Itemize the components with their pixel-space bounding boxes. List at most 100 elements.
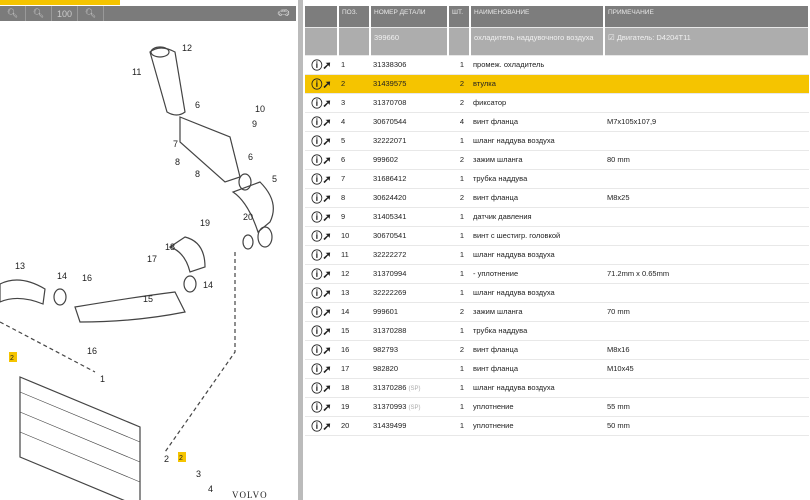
- info-link-icon[interactable]: ⓘ➚: [305, 131, 338, 151]
- table-row[interactable]: ⓘ➚ 16 982793 2 винт фланца M8x16: [305, 340, 809, 360]
- callout-1[interactable]: 1: [100, 374, 105, 384]
- panel-splitter[interactable]: [298, 0, 303, 500]
- row-sp-tag: (SP): [408, 386, 421, 392]
- callout-9[interactable]: 9: [252, 119, 257, 129]
- info-link-icon[interactable]: ⓘ➚: [305, 226, 338, 246]
- info-link-icon[interactable]: ⓘ➚: [305, 55, 338, 75]
- table-row[interactable]: ⓘ➚ 3 31370708 2 фиксатор: [305, 93, 809, 113]
- highlight-marker[interactable]: [9, 352, 17, 362]
- row-part-number[interactable]: 31439499: [373, 421, 407, 430]
- table-row[interactable]: ⓘ➚ 20 31439499 1 уплотнение 50 mm: [305, 416, 809, 436]
- info-link-icon[interactable]: ⓘ➚: [305, 245, 338, 265]
- table-row[interactable]: ⓘ➚ 13 32222269 1 шланг наддува воздуха: [305, 283, 809, 303]
- table-row[interactable]: ⓘ➚ 14 999601 2 зажим шланга 70 mm: [305, 302, 809, 322]
- table-row[interactable]: ⓘ➚ 9 31405341 1 датчик давления: [305, 207, 809, 227]
- table-row[interactable]: ⓘ➚ 8 30624420 2 винт фланца M8x25: [305, 188, 809, 208]
- highlight-marker-label: 2: [179, 455, 183, 462]
- row-part-number[interactable]: 32222071: [373, 136, 407, 145]
- row-part-number[interactable]: 982793: [373, 345, 399, 354]
- callout-16b[interactable]: 16: [87, 346, 97, 356]
- row-part-number[interactable]: 32222269: [373, 288, 407, 297]
- table-row[interactable]: ⓘ➚ 10 30670541 1 винт с шестигр. головко…: [305, 226, 809, 246]
- table-row[interactable]: ⓘ➚ 17 982820 1 винт фланца M10x45: [305, 359, 809, 379]
- callout-10[interactable]: 10: [255, 104, 265, 114]
- row-part-number[interactable]: 31686412: [373, 174, 407, 183]
- callout-17[interactable]: 17: [147, 254, 157, 264]
- callout-16[interactable]: 16: [82, 273, 92, 283]
- table-row[interactable]: ⓘ➚ 7 31686412 1 трубка наддува: [305, 169, 809, 189]
- highlight-marker[interactable]: [178, 452, 186, 462]
- info-link-icon[interactable]: ⓘ➚: [305, 378, 338, 398]
- table-row[interactable]: ⓘ➚ 15 31370288 1 трубка наддува: [305, 321, 809, 341]
- info-link-icon[interactable]: ⓘ➚: [305, 74, 338, 94]
- info-link-icon[interactable]: ⓘ➚: [305, 283, 338, 303]
- info-link-icon[interactable]: ⓘ➚: [305, 321, 338, 341]
- row-part-number[interactable]: 31370993: [373, 402, 407, 411]
- callout-13[interactable]: 13: [15, 261, 25, 271]
- table-row[interactable]: ⓘ➚ 11 32222272 1 шланг наддува воздуха: [305, 245, 809, 265]
- row-part-number[interactable]: 31338306: [373, 60, 407, 69]
- callout-20[interactable]: 20: [243, 212, 253, 222]
- callout-12[interactable]: 12: [182, 43, 192, 53]
- info-link-icon[interactable]: ⓘ➚: [305, 150, 338, 170]
- row-part-number[interactable]: 30670544: [373, 117, 407, 126]
- row-part-number[interactable]: 31439575: [373, 79, 407, 88]
- info-link-icon[interactable]: ⓘ➚: [305, 340, 338, 360]
- callout-8b[interactable]: 8: [195, 169, 200, 179]
- table-row[interactable]: ⓘ➚ 12 31370994 1 - уплотнение 71.2mm x 0…: [305, 264, 809, 284]
- row-name: шланг наддува воздуха: [470, 245, 604, 265]
- row-name: винт фланца: [470, 112, 604, 132]
- row-part-number[interactable]: 30624420: [373, 193, 407, 202]
- info-link-icon[interactable]: ⓘ➚: [305, 302, 338, 322]
- callout-11[interactable]: 11: [132, 67, 141, 77]
- car-icon[interactable]: 🚗︎: [277, 8, 290, 19]
- row-pos: 6: [338, 150, 370, 170]
- row-part-number[interactable]: 32222272: [373, 250, 407, 259]
- callout-14b[interactable]: 14: [203, 280, 213, 290]
- callout-2[interactable]: 2: [164, 454, 169, 464]
- callout-7[interactable]: 7: [173, 139, 178, 149]
- callout-14[interactable]: 14: [57, 271, 67, 281]
- info-link-icon[interactable]: ⓘ➚: [305, 207, 338, 227]
- table-row[interactable]: ⓘ➚ 1 31338306 1 промеж. охладитель: [305, 55, 809, 75]
- table-row[interactable]: ⓘ➚ 18 31370286 (SP) 1 шланг наддува возд…: [305, 378, 809, 398]
- zoom-100-button[interactable]: 100: [52, 6, 78, 21]
- info-link-icon[interactable]: ⓘ➚: [305, 112, 338, 132]
- row-pos: 7: [338, 169, 370, 189]
- info-link-icon[interactable]: ⓘ➚: [305, 359, 338, 379]
- row-part-number[interactable]: 31405341: [373, 212, 407, 221]
- info-link-icon[interactable]: ⓘ➚: [305, 264, 338, 284]
- row-part-number[interactable]: 30670541: [373, 231, 407, 240]
- callout-19[interactable]: 19: [200, 218, 210, 228]
- info-link-icon[interactable]: ⓘ➚: [305, 188, 338, 208]
- callout-6[interactable]: 6: [195, 100, 200, 110]
- table-row[interactable]: ⓘ➚ 2 31439575 2 втулка: [305, 74, 809, 94]
- checkbox-icon[interactable]: ☑: [608, 32, 615, 42]
- zoom-in-button[interactable]: 🔍︎: [26, 6, 52, 21]
- table-row[interactable]: ⓘ➚ 6 999602 2 зажим шланга 80 mm: [305, 150, 809, 170]
- row-part-number[interactable]: 982820: [373, 364, 399, 373]
- callout-8[interactable]: 8: [175, 157, 180, 167]
- row-part-number[interactable]: 31370286: [373, 383, 407, 392]
- callout-6b[interactable]: 6: [248, 152, 253, 162]
- zoom-fit-button[interactable]: 🔍︎: [78, 6, 104, 21]
- info-link-icon[interactable]: ⓘ➚: [305, 397, 338, 417]
- info-link-icon[interactable]: ⓘ➚: [305, 169, 338, 189]
- row-part-number[interactable]: 999601: [373, 307, 399, 316]
- row-part-number[interactable]: 999602: [373, 155, 399, 164]
- table-row[interactable]: ⓘ➚ 19 31370993 (SP) 1 уплотнение 55 mm: [305, 397, 809, 417]
- row-part-number[interactable]: 31370288: [373, 326, 407, 335]
- table-row[interactable]: ⓘ➚ 4 30670544 4 винт фланца M7x105x107,9: [305, 112, 809, 132]
- row-part-number[interactable]: 31370994: [373, 269, 407, 278]
- callout-4[interactable]: 4: [208, 484, 213, 494]
- parts-diagram[interactable]: 2 2 1 2 3 4 5 6 6 7 8 8 9 10 11 12 13 14…: [0, 22, 298, 500]
- callout-15[interactable]: 15: [143, 294, 153, 304]
- table-row[interactable]: ⓘ➚ 5 32222071 1 шланг наддува воздуха: [305, 131, 809, 151]
- zoom-out-button[interactable]: 🔍︎: [0, 6, 26, 21]
- callout-18[interactable]: 18: [165, 242, 175, 252]
- callout-3[interactable]: 3: [196, 469, 201, 479]
- callout-5[interactable]: 5: [272, 174, 277, 184]
- row-part-number[interactable]: 31370708: [373, 98, 407, 107]
- info-link-icon[interactable]: ⓘ➚: [305, 93, 338, 113]
- info-link-icon[interactable]: ⓘ➚: [305, 416, 338, 436]
